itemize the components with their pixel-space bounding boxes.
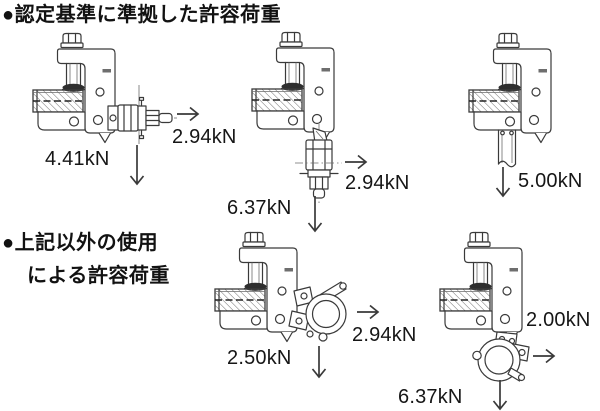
down-arrow-icon: [128, 144, 146, 186]
load-label-fig4-right: 2.94kN: [352, 324, 417, 346]
figure-clamp-side-coupler: [210, 229, 360, 347]
clamp-bottom-coupler-drawing: [439, 231, 530, 382]
load-label-fig1-right: 2.94kN: [172, 126, 237, 148]
figure-clamp-bottom-swivel-bolt: [247, 29, 367, 205]
down-arrow-icon: [491, 380, 509, 411]
clamp-side-swivel-drawing: [32, 32, 177, 144]
right-arrow-icon: [356, 303, 386, 321]
side-swivel-bolt-fitting: [107, 85, 177, 144]
side-pipe-coupler: [288, 281, 347, 342]
clamp-side-coupler-drawing: [214, 231, 347, 343]
figure-clamp-bottom-coupler: [435, 229, 600, 394]
down-arrow-icon: [306, 195, 324, 233]
load-label-fig3-down: 5.00kN: [518, 170, 583, 192]
section-certified-heading: ●認定基準に準拠した許容荷重: [2, 4, 282, 26]
bottom-swivel-bolt-fitting: [295, 124, 342, 203]
hanging-rod: [497, 129, 517, 168]
load-label-fig2-down: 6.37kN: [227, 197, 292, 219]
section-other-use-heading-line2: による許容荷重: [27, 265, 170, 287]
load-label-fig1-down: 4.41kN: [45, 148, 110, 170]
figure-clamp-hanging-rod: [464, 30, 599, 175]
down-arrow-icon: [494, 166, 512, 198]
right-arrow-icon: [532, 347, 562, 365]
load-label-fig5-right: 2.00kN: [526, 309, 591, 331]
right-arrow-icon: [176, 105, 206, 123]
right-arrow-icon: [344, 153, 374, 171]
figure-clamp-side-swivel-bolt: [28, 30, 178, 148]
load-label-fig2-right: 2.94kN: [345, 172, 410, 194]
section-other-use-heading-line1: ●上記以外の使用: [2, 232, 159, 254]
load-label-fig5-down: 6.37kN: [398, 386, 463, 408]
down-arrow-icon: [310, 345, 328, 379]
load-label-fig4-down: 2.50kN: [227, 347, 292, 369]
clamp-bottom-swivel-drawing: [251, 31, 342, 203]
clamp-hanging-rod-drawing: [468, 32, 552, 168]
bottom-pipe-coupler: [472, 331, 530, 382]
